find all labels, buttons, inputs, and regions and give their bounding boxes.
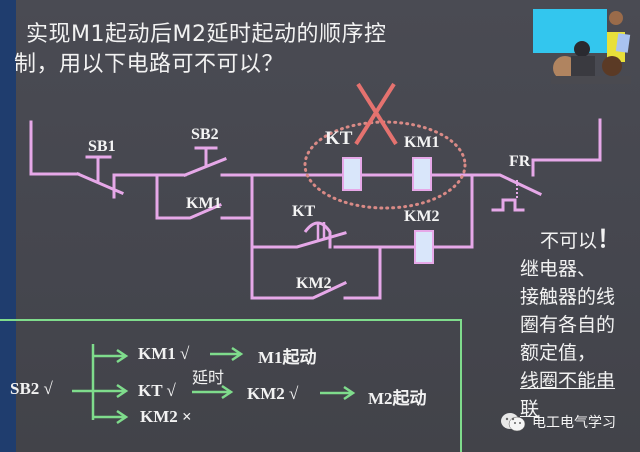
title-line-2: 制，用以下电路可不可以？ bbox=[14, 52, 285, 77]
classroom-clipart bbox=[533, 9, 631, 84]
km2-coil bbox=[414, 230, 434, 264]
note-line-underlined: 联 bbox=[520, 398, 540, 420]
flow-m1-start: M1起动 bbox=[258, 348, 317, 367]
watermark-text: 电工电气学习 bbox=[532, 415, 616, 431]
flow-kt: KT √ bbox=[138, 381, 176, 400]
flow-m2-start: M2起动 bbox=[368, 389, 427, 408]
wechat-icon bbox=[500, 412, 526, 432]
flow-km2-fail: KM2 × bbox=[140, 407, 192, 426]
slide-title: 实现M1起动后M2延时起动的顺序控 制，用以下电路可不可以？ bbox=[14, 20, 386, 80]
flow-km1: KM1 √ bbox=[138, 344, 190, 363]
kt-contact-label: KT bbox=[292, 203, 316, 220]
fr-label: FR bbox=[509, 153, 531, 170]
km2-coil-label: KM2 bbox=[404, 208, 440, 225]
cross-mark-icon bbox=[354, 82, 398, 146]
slide-background bbox=[16, 0, 640, 452]
kt-coil-label: KT bbox=[325, 128, 353, 149]
left-accent-band bbox=[0, 0, 16, 452]
sb2-label: SB2 bbox=[191, 126, 219, 143]
kt-coil bbox=[342, 157, 362, 191]
note-line: 额定值， bbox=[520, 342, 597, 364]
km1-contact-label: KM1 bbox=[186, 195, 222, 212]
note-head: 不可以！ bbox=[540, 225, 622, 253]
note-line-underlined: 线圈不能串 bbox=[520, 370, 616, 392]
km2-contact-label: KM2 bbox=[296, 275, 332, 292]
flow-delay: 延时 bbox=[192, 368, 225, 387]
explanation-note: 不可以！ 继电器、 接触器的线 圈有各自的 额定值， 线圈不能串 联 bbox=[520, 225, 640, 423]
note-line: 继电器、 bbox=[520, 258, 597, 280]
watermark: 电工电气学习 bbox=[500, 412, 616, 432]
km1-coil bbox=[412, 157, 432, 191]
highlight-ellipse bbox=[303, 120, 467, 210]
sb1-label: SB1 bbox=[88, 138, 116, 155]
flow-source: SB2 √ bbox=[10, 379, 53, 398]
km1-coil-label: KM1 bbox=[404, 134, 440, 151]
flow-km2: KM2 √ bbox=[247, 384, 299, 403]
title-line-1: 实现M1起动后M2延时起动的顺序控 bbox=[26, 22, 387, 47]
note-line: 接触器的线 bbox=[520, 286, 616, 308]
note-line: 圈有各自的 bbox=[520, 314, 616, 336]
